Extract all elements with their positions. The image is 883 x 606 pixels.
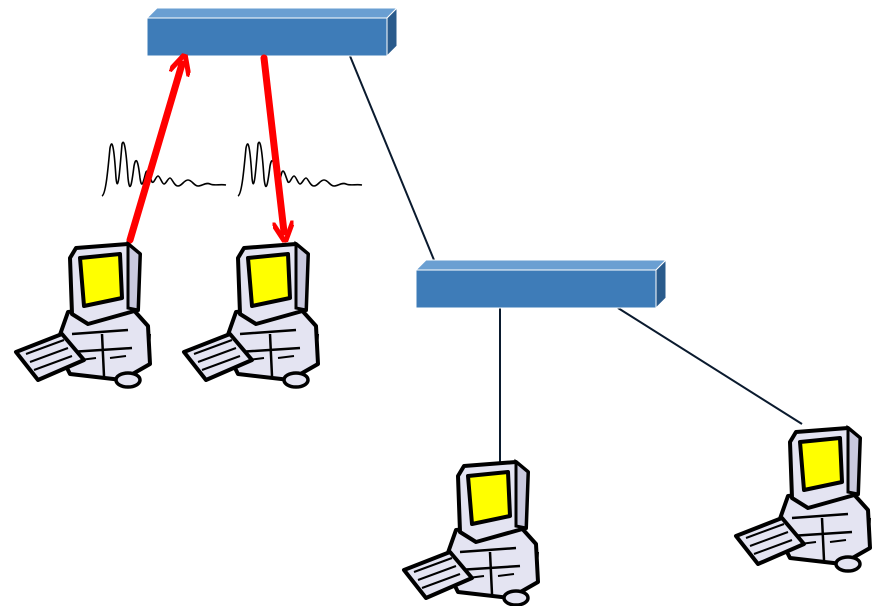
link-switch-top-to-switch-middle — [349, 55, 435, 261]
signal-downlink-waveform-icon — [237, 141, 363, 197]
switch-top-icon — [145, 6, 399, 58]
uplink-arrow-icon — [126, 64, 182, 244]
downlink-arrow-icon — [260, 54, 284, 232]
link-switch-middle-to-computer-4 — [617, 307, 803, 425]
switch-middle-icon — [414, 258, 668, 310]
computer-1-icon — [14, 242, 152, 389]
computer-3-icon — [402, 460, 540, 606]
computer-4-icon — [734, 426, 872, 573]
signal-uplink-waveform-icon — [101, 141, 227, 197]
computer-2-icon — [182, 242, 320, 389]
